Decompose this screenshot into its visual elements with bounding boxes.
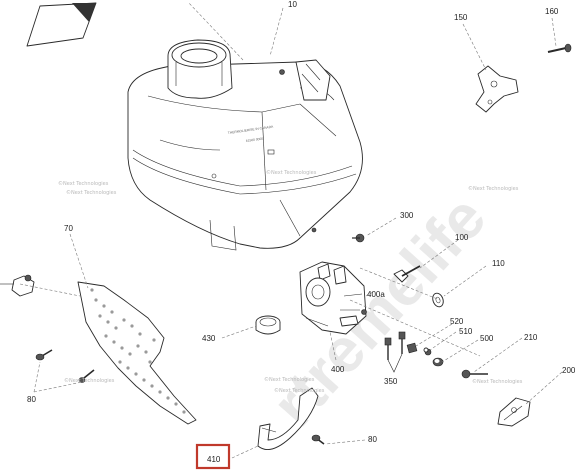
callout-70[interactable]: 70 — [64, 224, 73, 233]
callout-160[interactable]: 160 — [545, 7, 559, 16]
svg-text:©Next Technologies: ©Next Technologies — [274, 387, 325, 394]
fitting-520[interactable] — [406, 342, 418, 354]
callout-80-left[interactable]: 80 — [27, 395, 36, 404]
svg-text:410: 410 — [207, 455, 221, 464]
cap-430[interactable] — [255, 315, 281, 335]
screw-300[interactable] — [352, 233, 365, 243]
callout-80-bottom[interactable]: 80 — [368, 435, 377, 444]
screw-80-mid[interactable] — [78, 369, 95, 383]
fuel-tank[interactable]: THERMOLIERISE IN CANADA 61500 0000 — [127, 39, 363, 251]
svg-text:©Next Technologies: ©Next Technologies — [66, 189, 117, 196]
svg-text:©Next Technologies: ©Next Technologies — [472, 378, 523, 385]
sheet-fragment — [26, 2, 97, 47]
clip-left[interactable] — [0, 274, 35, 297]
callout-520[interactable]: 520 — [450, 317, 464, 326]
bolt-100[interactable] — [393, 265, 421, 283]
callout-300[interactable]: 300 — [400, 211, 414, 220]
fuel-pump-400[interactable] — [299, 261, 367, 335]
callout-110[interactable]: 110 — [492, 259, 505, 268]
strap-410[interactable] — [257, 387, 319, 451]
callout-430[interactable]: 430 — [202, 334, 216, 343]
svg-text:©Next Technologies: ©Next Technologies — [266, 169, 317, 176]
callout-500[interactable]: 500 — [480, 334, 494, 343]
svg-text:THERMOLIERISE IN CANADA: THERMOLIERISE IN CANADA — [228, 125, 275, 135]
washer-110[interactable] — [431, 292, 445, 309]
callout-410-highlight[interactable]: 410 — [195, 443, 231, 470]
fitting-500[interactable] — [432, 357, 444, 367]
screw-160[interactable] — [547, 43, 572, 53]
callout-100[interactable]: 100 — [455, 233, 469, 242]
svg-text:©Next Technologies: ©Next Technologies — [64, 377, 115, 384]
callout-400[interactable]: 400 — [331, 365, 345, 374]
svg-text:61500 0000: 61500 0000 — [246, 137, 264, 143]
callout-350[interactable]: 350 — [384, 377, 398, 386]
svg-text:©Next Technologies: ©Next Technologies — [264, 376, 315, 383]
bracket-150[interactable] — [475, 65, 519, 113]
bolts-350[interactable] — [384, 331, 406, 373]
svg-text:©Next Technologies: ©Next Technologies — [58, 180, 109, 187]
heat-shield-70[interactable] — [77, 281, 197, 425]
screw-80-left[interactable] — [35, 349, 53, 361]
callout-400a[interactable]: 400a — [367, 290, 385, 299]
callout-200[interactable]: 200 — [562, 366, 576, 375]
screw-80-bottom[interactable] — [311, 434, 325, 445]
fitting-510[interactable] — [423, 347, 432, 356]
leader-lines — [19, 7, 563, 459]
callout-150[interactable]: 150 — [454, 13, 468, 22]
bracket-200[interactable] — [497, 397, 531, 427]
callout-210[interactable]: 210 — [524, 333, 538, 342]
callout-10[interactable]: 10 — [288, 0, 297, 9]
svg-text:©Next Technologies: ©Next Technologies — [468, 185, 519, 192]
watermarks-small: ©Next Technologies ©Next Technologies ©N… — [58, 169, 523, 394]
callout-labels: 10 150 160 300 100 110 70 400a 430 520 5… — [27, 0, 576, 444]
callout-510[interactable]: 510 — [459, 327, 473, 336]
screw-210[interactable] — [461, 369, 488, 379]
